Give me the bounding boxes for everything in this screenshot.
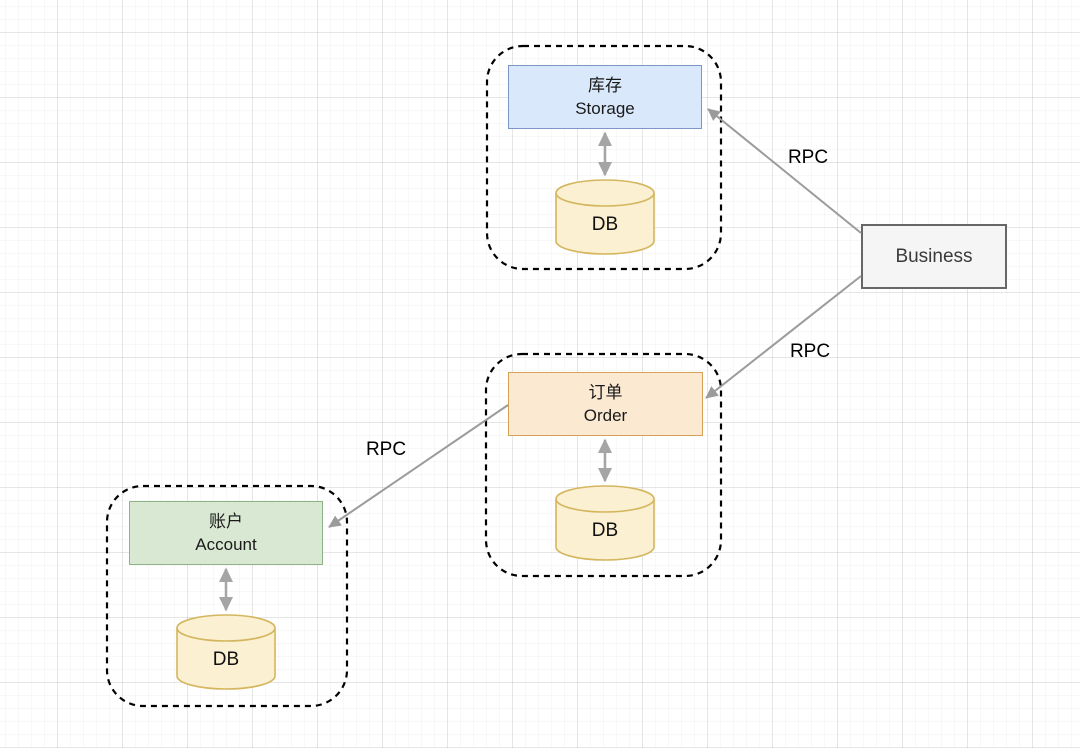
order-label-zh: 订单 (588, 383, 623, 402)
edge-business-to-storage (707, 108, 862, 234)
order-db-label: DB (591, 520, 619, 541)
order-service-node: 订单 Order (508, 372, 703, 436)
order-db-cylinder: DB (555, 484, 655, 562)
account-db-cylinder: DB (176, 613, 276, 691)
edge-business-to-order (705, 275, 862, 399)
storage-label-en: Storage (575, 99, 635, 118)
account-db-label: DB (212, 649, 240, 670)
account-service-node: 账户 Account (129, 501, 323, 565)
order-label-en: Order (583, 406, 628, 425)
storage-label-zh: 库存 (588, 76, 622, 95)
storage-service-node: 库存 Storage (508, 65, 702, 129)
business-node: Business (861, 224, 1007, 289)
business-label: Business (895, 246, 973, 267)
account-label-zh: 账户 (209, 512, 243, 531)
storage-db-cylinder: DB (555, 178, 655, 256)
rpc-label-order-account: RPC (365, 439, 407, 460)
rpc-label-business-order: RPC (789, 341, 831, 362)
account-label-en: Account (195, 535, 257, 554)
edge-order-to-account (328, 404, 509, 528)
rpc-label-business-storage: RPC (787, 147, 829, 168)
storage-db-label: DB (591, 214, 619, 235)
